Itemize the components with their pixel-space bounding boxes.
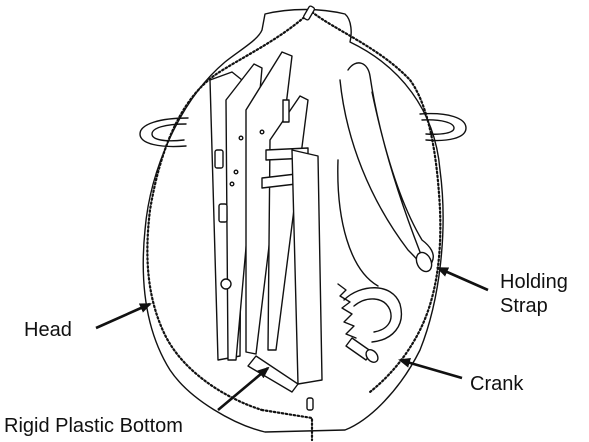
zipper-pull-top <box>303 5 315 20</box>
rigid-plastic-bottom-fold <box>248 356 298 392</box>
holding-strap-inner <box>340 80 422 266</box>
label-holding-strap-line1: Holding <box>500 270 568 294</box>
rigid-plastic-bottom <box>292 150 322 384</box>
hinge-dot-1 <box>239 136 243 140</box>
label-head: Head <box>24 318 72 342</box>
hinge-dot-4 <box>260 130 264 134</box>
frame-tab-1 <box>283 100 289 122</box>
hinge-dot-3 <box>230 182 234 186</box>
crank-disc-inner <box>354 299 391 332</box>
hinge-knob <box>221 279 231 289</box>
arrow-head <box>96 304 150 328</box>
left-handle <box>140 118 188 147</box>
zipper-bottom <box>262 410 312 440</box>
hinge-dot-2 <box>234 170 238 174</box>
zipper-right <box>312 12 440 392</box>
label-crank: Crank <box>470 372 523 396</box>
frame-tab-2 <box>215 150 223 168</box>
strap-loop-left <box>338 160 378 286</box>
crank-disc <box>344 288 401 342</box>
frame-tab-3 <box>219 204 227 222</box>
arrow-holding-strap <box>438 268 488 290</box>
label-rigid-plastic-bottom: Rigid Plastic Bottom <box>4 414 183 438</box>
crank-gear <box>338 284 356 338</box>
holding-strap <box>348 63 433 264</box>
label-holding-strap-line2: Strap <box>500 294 568 318</box>
zipper-pull-bottom <box>307 398 313 410</box>
right-handle-inner <box>422 120 454 134</box>
holding-strap-ring <box>413 250 434 274</box>
label-holding-strap: Holding Strap <box>500 270 568 318</box>
